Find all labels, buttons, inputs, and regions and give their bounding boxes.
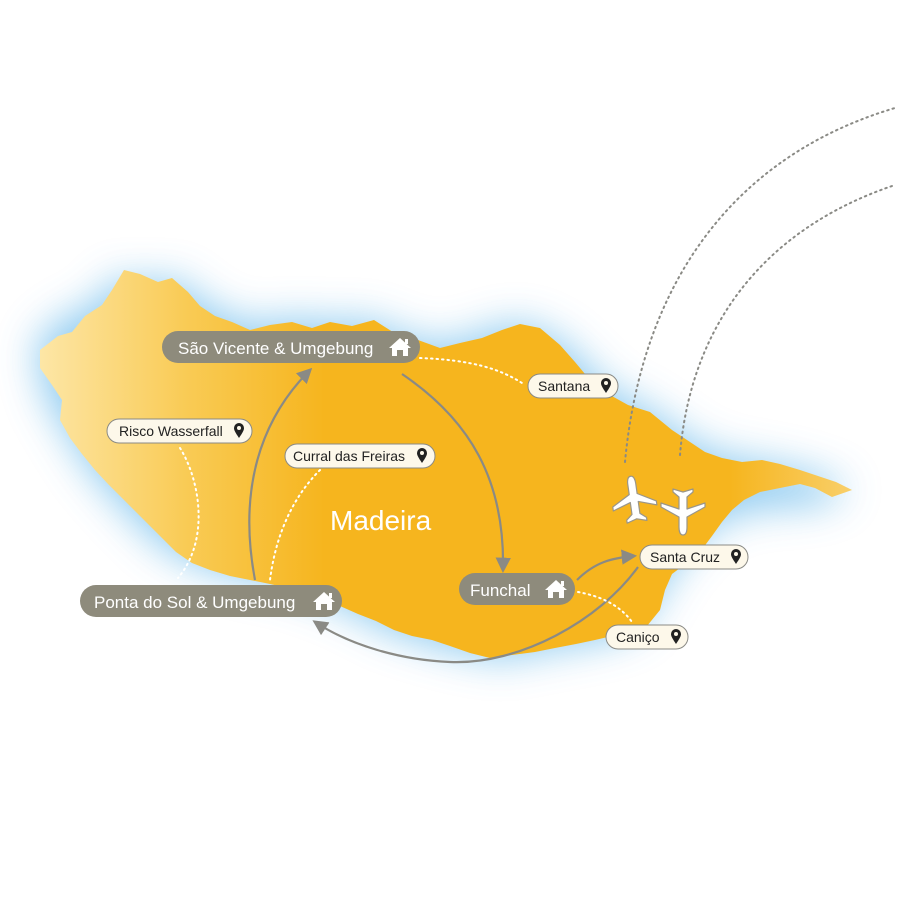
flight-paths — [624, 107, 896, 463]
poi-canico[interactable]: Caniço — [605, 624, 689, 650]
route-saovicente-funchal — [401, 373, 511, 574]
poi-curral-das-freiras[interactable]: Curral das Freiras — [284, 443, 436, 469]
poi-label: Caniço — [616, 629, 660, 645]
poi-risco-wasserfall[interactable]: Risco Wasserfall — [106, 418, 253, 444]
route-pontadosol-saovicente — [248, 367, 313, 581]
base-label: Ponta do Sol & Umgebung — [94, 593, 295, 612]
poi-label: Curral das Freiras — [293, 448, 405, 464]
poi-label: Risco Wasserfall — [119, 423, 223, 439]
base-label: Funchal — [470, 581, 530, 600]
tour-routes — [248, 367, 639, 664]
poi-santana[interactable]: Santana — [527, 373, 619, 399]
base-sao-vicente[interactable]: São Vicente & Umgebung — [162, 331, 420, 363]
poi-label: Santana — [538, 378, 590, 394]
flight-path-1 — [624, 107, 896, 463]
route-santacruz-pontadosol — [312, 566, 639, 664]
poi-santa-cruz[interactable]: Santa Cruz — [639, 544, 749, 570]
island-name: Madeira — [330, 505, 432, 536]
poi-label: Santa Cruz — [650, 549, 720, 565]
flight-path-2 — [679, 184, 896, 456]
base-ponta-do-sol[interactable]: Ponta do Sol & Umgebung — [80, 585, 342, 617]
poi-connectors — [177, 357, 633, 623]
base-funchal[interactable]: Funchal — [459, 573, 575, 605]
base-label: São Vicente & Umgebung — [178, 339, 373, 358]
route-funchal-santacruz — [576, 549, 638, 581]
